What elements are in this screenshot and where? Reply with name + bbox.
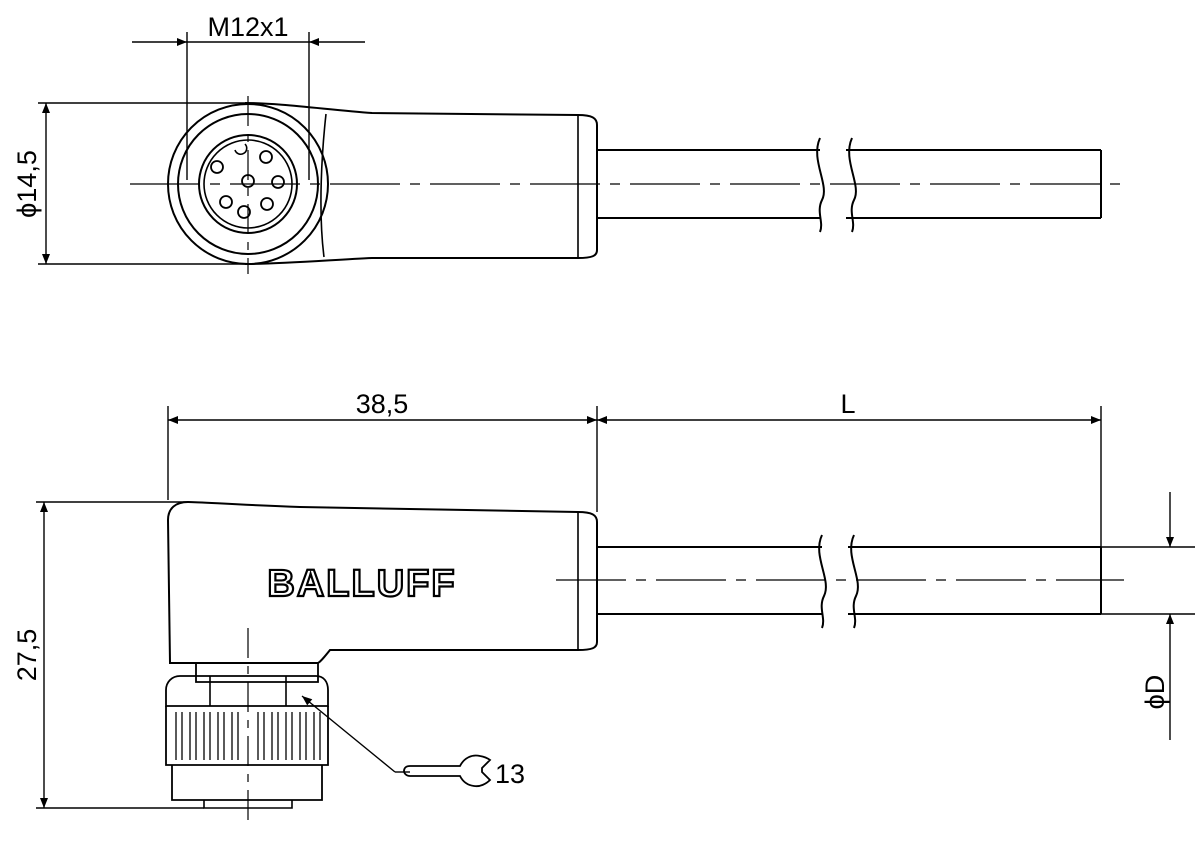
side-view (36, 406, 1195, 826)
contact-pins (210, 143, 285, 219)
pin (237, 205, 251, 219)
neck (195, 663, 319, 683)
connector-front (171, 765, 323, 801)
knurl-lines (175, 712, 321, 760)
top-break-mark-left (816, 137, 825, 233)
pin (219, 195, 233, 209)
wrench-leader (301, 695, 396, 773)
cable-length-label: L (840, 389, 855, 419)
knurled-ring (165, 706, 329, 766)
top-body-seam (320, 113, 327, 258)
coding-key (234, 143, 248, 156)
pin (271, 175, 285, 189)
pin (210, 160, 224, 174)
side-break-mark-left (818, 534, 827, 629)
top-view (38, 32, 1124, 274)
head-diameter-label: ϕ14,5 (12, 150, 42, 218)
brand-logo: BALLUFF (267, 563, 456, 605)
top-body-outline (244, 102, 598, 265)
thread-label: M12x1 (207, 12, 288, 42)
body-length-label: 38,5 (356, 389, 409, 419)
cable-diameter-label: ϕD (1140, 675, 1170, 710)
wrench-icon (403, 754, 492, 788)
hex-nut (165, 675, 329, 707)
wrench-size-label: 13 (495, 759, 525, 789)
side-break-mark-right (850, 534, 859, 629)
pin (260, 197, 274, 211)
pin (259, 150, 273, 164)
top-break-mark-right (848, 137, 857, 233)
height-label: 27,5 (12, 629, 42, 682)
side-body-outline (166, 500, 598, 664)
